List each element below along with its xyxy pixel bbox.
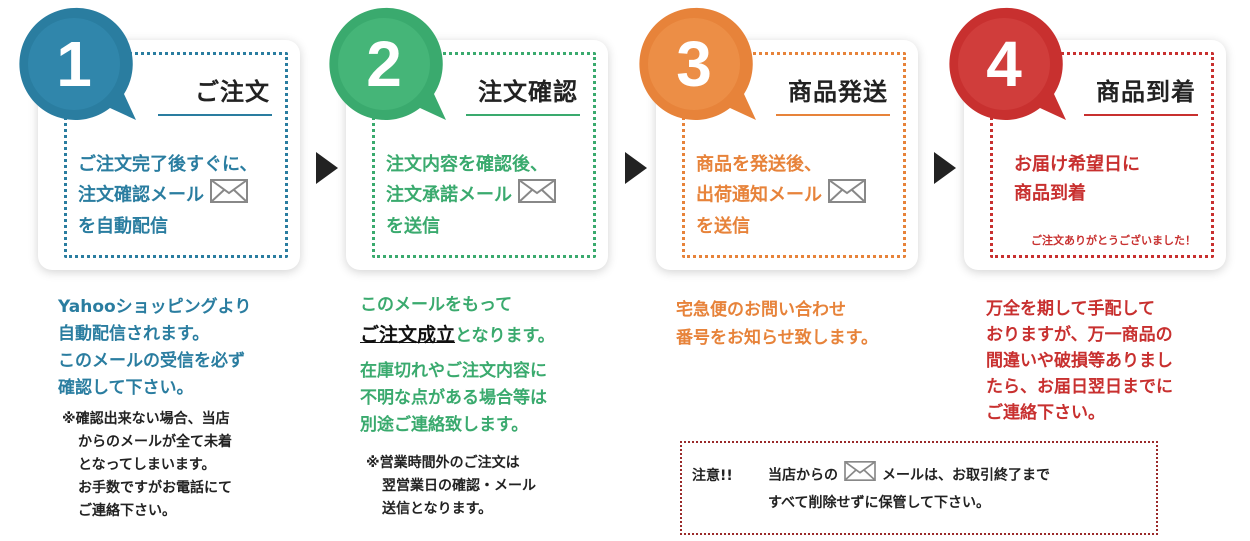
step-2-body: 注文内容を確認後、 注文承諾メール を送信 (386, 150, 578, 241)
step-2-number: 2 (366, 28, 402, 100)
step-2-border (372, 52, 596, 258)
step-4-title: 商品到着 (1096, 78, 1196, 106)
mail-icon (844, 461, 876, 490)
step-3-title: 商品発送 (788, 78, 888, 106)
note-col-1: Yahooショッピングより 自動配信されます。 このメールの受信を必ず 確認して… (58, 297, 252, 398)
note-col-4: 万全を期して手配して おりますが、万一商品の 間違いや破損等ありまし たら、お届… (986, 299, 1173, 423)
step-1-card: ご注文 ご注文完了後すぐに、 注文確認メール を自動配信 (38, 40, 300, 270)
arrow-2-to-3 (625, 152, 647, 184)
step-4-number: 4 (986, 28, 1022, 100)
step-4-body: お届け希望日に 商品到着 (1014, 154, 1140, 204)
step-1-title: ご注文 (195, 78, 270, 106)
step-2-title: 注文確認 (478, 78, 578, 106)
step-1-number-bubble: 1 (19, 7, 137, 121)
step-3-body: 商品を発送後、 出荷通知メール を送信 (696, 150, 888, 241)
note-col-2: このメールをもって ご注文成立となります。 (360, 295, 555, 346)
step-3-border (682, 52, 906, 258)
step-1-number: 1 (56, 28, 92, 100)
caution-box: 注意!! 当店からのメールは、お取引終了まで すべて削除せずに保管して下さい。 (680, 441, 1158, 535)
step-4-underline (1084, 114, 1198, 116)
step-1-border (64, 52, 288, 258)
mail-icon (210, 179, 248, 212)
step-1-body: ご注文完了後すぐに、 注文確認メール を自動配信 (78, 154, 258, 237)
caution-label: 注意!! (692, 468, 733, 484)
order-established-emphasis: ご注文成立 (360, 324, 456, 346)
note-col-3: 宅急便のお問い合わせ 番号をお知らせ致します。 (676, 300, 878, 348)
note-col-2-small: ※営業時間外のご注文は 翌営業日の確認・メール 送信となります。 (366, 455, 536, 517)
mail-icon (518, 179, 556, 212)
step-3-number: 3 (676, 28, 712, 100)
step-2-underline (466, 114, 580, 116)
step-4-border (990, 52, 1214, 258)
step-4-number-bubble: 4 (949, 7, 1066, 121)
note-col-2-b: 在庫切れやご注文内容に 不明な点がある場合等は 別途ご連絡致します。 (360, 361, 547, 435)
step-3-number-bubble: 3 (639, 7, 756, 121)
step-3-underline (776, 114, 890, 116)
step-4-thanks: ご注文ありがとうございました！ (1031, 234, 1196, 247)
note-col-1-small: ※確認出来ない場合、当店 からのメールが全て未着 となってしまいます。 お手数で… (62, 411, 232, 519)
arrow-1-to-2 (316, 152, 338, 184)
mail-icon (828, 179, 866, 212)
step-1-underline (158, 114, 272, 116)
caution-text: 当店からのメールは、お取引終了まで すべて削除せずに保管して下さい。 (768, 461, 1050, 516)
step-2-number-bubble: 2 (329, 7, 446, 121)
step-2-card: 注文確認 注文内容を確認後、 注文承諾メール を送信 (346, 40, 608, 270)
arrow-3-to-4 (934, 152, 956, 184)
